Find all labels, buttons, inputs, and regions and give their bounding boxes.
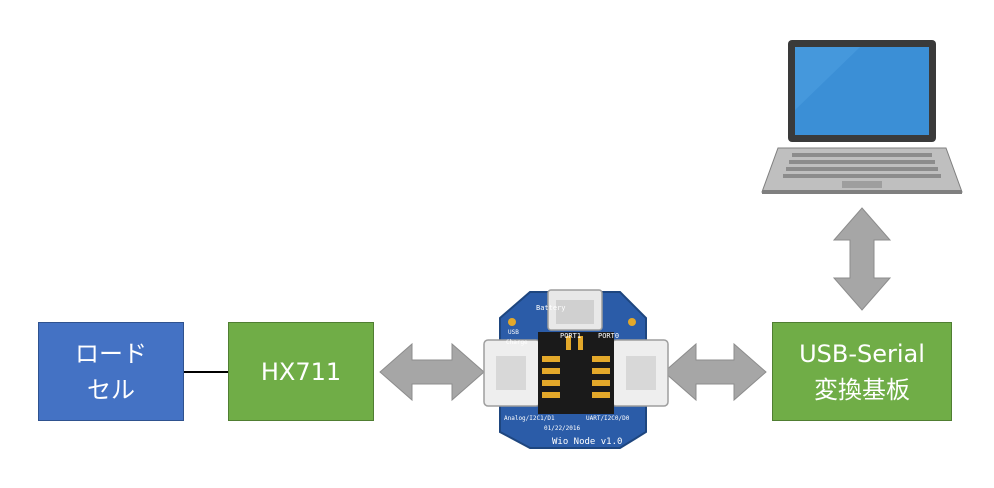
silk-port1: PORT1 bbox=[560, 332, 581, 340]
wio-node-board: PORT1 PORT0 Battery USB Charge Analog/I2… bbox=[483, 289, 669, 449]
double-arrow-usb-laptop bbox=[832, 207, 892, 311]
silk-bus1: Analog/I2C1/D1 bbox=[504, 415, 555, 422]
silk-battery: Battery bbox=[536, 304, 566, 312]
silk-usb: USB bbox=[508, 329, 519, 336]
laptop-icon bbox=[761, 40, 963, 194]
usb-serial-label-line1: USB-Serial bbox=[799, 339, 925, 368]
silk-board-name: Wio Node v1.0 bbox=[552, 437, 622, 447]
load-cell-box: ロード セル bbox=[38, 322, 184, 421]
usb-serial-box: USB-Serial 変換基板 bbox=[772, 322, 952, 421]
double-arrow-hx711-wio bbox=[379, 342, 485, 402]
silk-charge: Charge bbox=[506, 339, 528, 346]
double-arrow-wio-usb bbox=[663, 342, 767, 402]
load-cell-label-line2: セル bbox=[87, 375, 135, 404]
hx711-label: HX711 bbox=[260, 357, 342, 386]
silk-date: 01/22/2016 bbox=[544, 425, 581, 432]
usb-serial-label-line2: 変換基板 bbox=[814, 375, 910, 404]
silk-port0: PORT0 bbox=[598, 332, 619, 340]
load-cell-label-line1: ロード bbox=[75, 339, 147, 368]
hx711-box: HX711 bbox=[228, 322, 374, 421]
silk-bus0: UART/I2C0/D0 bbox=[586, 415, 630, 422]
